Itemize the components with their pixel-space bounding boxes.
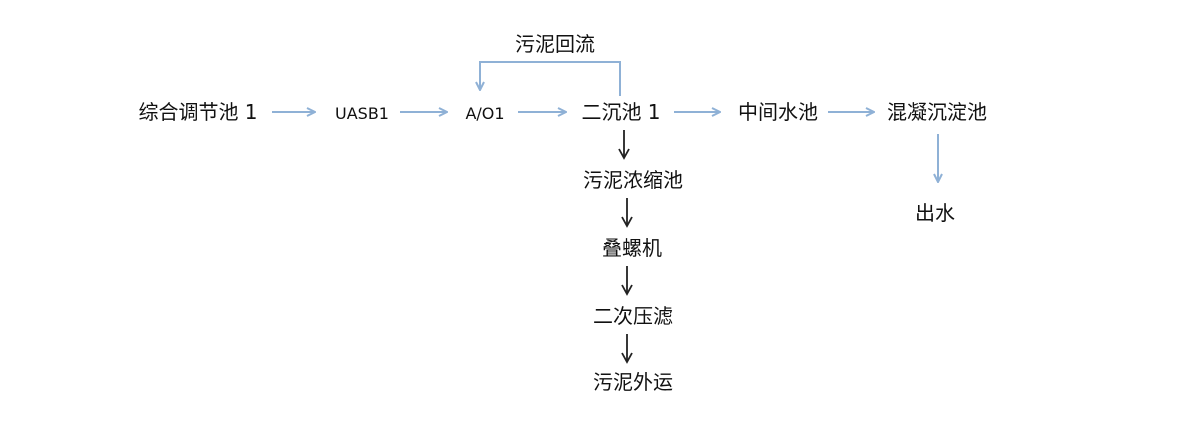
node-effluent: 出水 xyxy=(915,201,955,225)
sludge-return-loop xyxy=(480,61,621,96)
sludge-return-label: 污泥回流 xyxy=(515,32,595,56)
node-secondary-clarifier: 二沉池 1 xyxy=(581,100,661,124)
node-screw-press: 叠螺机 xyxy=(602,236,662,260)
node-sludge-outbound: 污泥外运 xyxy=(593,370,673,394)
node-sludge-thickener: 污泥浓缩池 xyxy=(583,168,683,192)
node-ao: A/O1 xyxy=(465,104,505,123)
node-intermediate-pool: 中间水池 xyxy=(738,100,818,124)
node-equalization-tank: 综合调节池 1 xyxy=(138,100,258,124)
node-secondary-filter-press: 二次压滤 xyxy=(593,304,673,328)
node-uasb: UASB1 xyxy=(335,104,389,123)
node-coagulation-sedimentation: 混凝沉淀池 xyxy=(887,100,987,124)
